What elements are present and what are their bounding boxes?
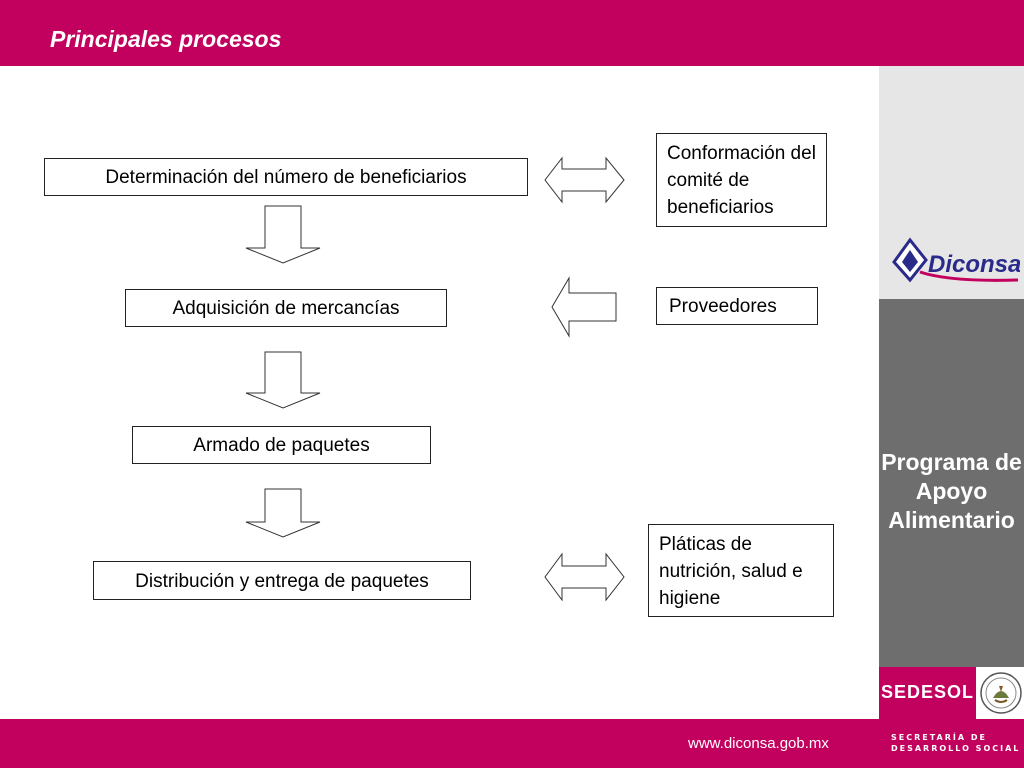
diconsa-logo: Diconsa	[892, 237, 1020, 283]
process-step-paquetes: Armado de paquetes	[132, 426, 431, 464]
left-arrow-icon	[551, 276, 617, 338]
side-box-proveedores: Proveedores	[656, 287, 818, 325]
double-arrow-icon	[544, 552, 625, 602]
slide-title: Principales procesos	[50, 26, 282, 52]
footer-bar: www.diconsa.gob.mx	[0, 719, 1024, 768]
double-arrow-icon	[544, 156, 625, 204]
header-bar: Principales procesos	[0, 0, 1024, 66]
process-step-beneficiarios: Determinación del número de beneficiario…	[44, 158, 528, 196]
sedesol-logo: SEDESOL	[879, 667, 976, 719]
side-box-platicas: Pláticas de nutrición, salud e higiene	[648, 524, 834, 617]
down-arrow-icon	[245, 205, 321, 264]
process-step-distribucion: Distribución y entrega de paquetes	[93, 561, 471, 600]
process-step-mercancias: Adquisición de mercancías	[125, 289, 447, 327]
sedesol-logo-text: SEDESOL	[880, 682, 975, 702]
footer-url[interactable]: www.diconsa.gob.mx	[688, 735, 829, 752]
program-label: Programa de Apoyo Alimentario	[881, 449, 1022, 533]
down-arrow-icon	[245, 488, 321, 538]
side-box-comite: Conformación del comité de beneficiarios	[656, 133, 827, 227]
down-arrow-icon	[245, 351, 321, 409]
mexico-seal-icon	[980, 672, 1022, 714]
diconsa-logo-text: Diconsa	[928, 251, 1020, 278]
sidebar-program-panel	[879, 299, 1024, 667]
